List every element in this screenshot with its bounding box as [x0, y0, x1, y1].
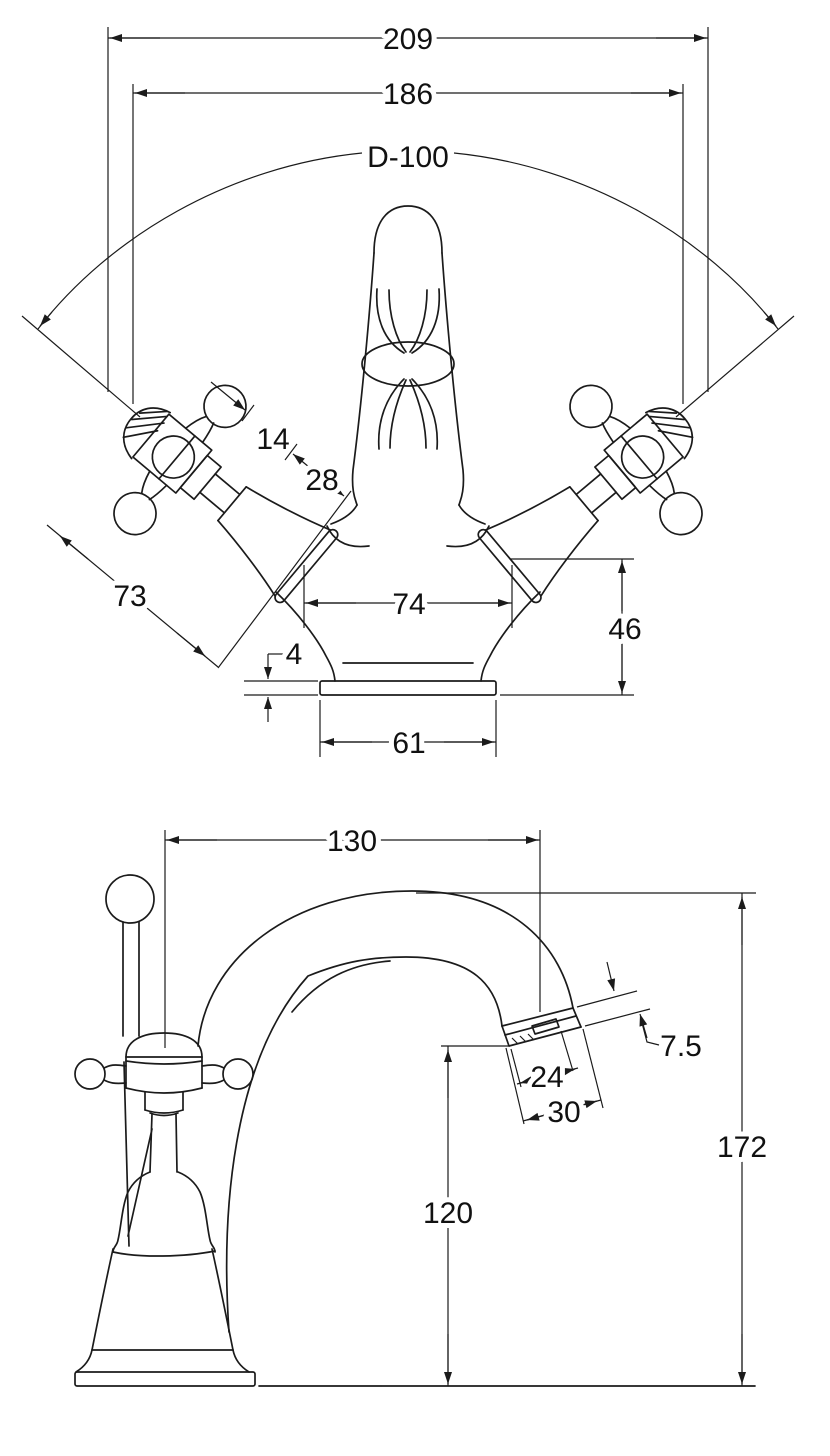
base-plate-front — [319, 680, 497, 696]
dim-handle-length: 73 — [113, 580, 146, 613]
handle-left — [113, 384, 339, 604]
popup-rod — [105, 874, 155, 1247]
dim-base-width: 61 — [392, 727, 425, 760]
spout-ring — [361, 341, 455, 387]
dim-handle-cap: 14 — [256, 423, 289, 456]
body-front — [275, 525, 541, 696]
dim-body-width: 74 — [392, 588, 425, 621]
popup-rod-knob — [105, 874, 155, 924]
dim-spout-tip-depth: 7.5 — [660, 1030, 702, 1063]
dim-spout-outlet-height: 120 — [423, 1197, 473, 1230]
dim-clearance-diameter: D-100 — [367, 141, 449, 174]
dim-spout-tip-width: 30 — [547, 1096, 580, 1129]
dim-overall-height: 172 — [717, 1131, 767, 1164]
aerator — [501, 1007, 582, 1047]
front-view: 209 186 D-100 14 28 — [21, 18, 795, 765]
handle-ball — [203, 384, 247, 429]
handle-ball — [74, 1058, 106, 1090]
dim-aerator-width: 24 — [530, 1061, 563, 1094]
handle-ball — [113, 491, 157, 536]
dim-handle-span: 186 — [383, 78, 433, 111]
front-dimensions: 209 186 D-100 14 28 — [21, 18, 795, 765]
handle-right — [477, 384, 703, 604]
escutcheon-flange — [274, 528, 339, 604]
dim-handle-upper: 28 — [305, 464, 338, 497]
dim-overall-width: 209 — [383, 23, 433, 56]
spout-side — [197, 890, 582, 1333]
dim-base-plate-thickness: 4 — [286, 638, 303, 671]
escutcheon-flange — [477, 528, 542, 604]
handle-ball — [222, 1058, 254, 1090]
side-view: 130 7.5 24 30 1 — [74, 820, 772, 1387]
body-side — [74, 1171, 756, 1387]
handle-ball — [659, 491, 703, 536]
dim-spout-reach: 130 — [327, 825, 377, 858]
dim-deck-to-handle-height: 46 — [608, 613, 641, 646]
handle-side — [74, 1032, 254, 1173]
side-dimensions: 130 7.5 24 30 1 — [164, 820, 772, 1386]
base-plate-side — [74, 1371, 256, 1387]
handle-ball — [569, 384, 613, 429]
spout-front — [330, 205, 486, 525]
